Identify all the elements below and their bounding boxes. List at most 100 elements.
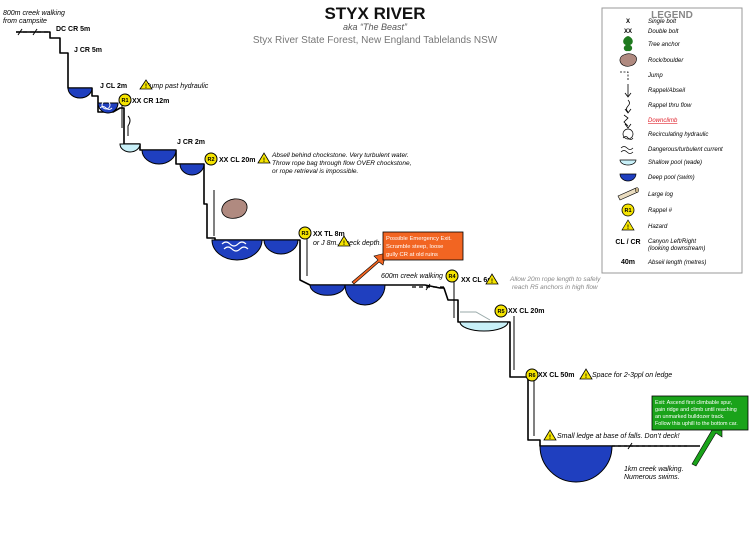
- step-j-cl-2: J CL 2m: [100, 83, 127, 90]
- downclimb-icon: [623, 114, 632, 129]
- svg-text:!: !: [263, 158, 265, 164]
- rappel-number-icon: R1: [621, 203, 635, 217]
- shallow-pool: [119, 143, 141, 153]
- svg-text:R1: R1: [121, 98, 128, 104]
- r4-note-1: Allow 20m rope length to safely: [509, 276, 601, 283]
- page-title: STYX RIVER: [324, 4, 425, 23]
- step-r3: XX TL 8m: [313, 231, 345, 238]
- legend-label: Large log: [648, 192, 674, 198]
- exit-line-3: an unmarked bulldozer track.: [655, 414, 725, 420]
- jump-note: Jump past hydraulic: [145, 83, 209, 90]
- double-bolt-icon: XX: [624, 29, 632, 35]
- legend-label: Rappel thru flow: [648, 103, 692, 109]
- legend-label: Deep pool (swim): [648, 175, 695, 181]
- exit-line-1: Exit: Ascend first climbable spur,: [655, 400, 733, 406]
- r2-note-1: Absell behind chockstone. Very turbulent…: [271, 152, 409, 159]
- rappel-flow-line: [460, 311, 491, 321]
- svg-text:!: !: [491, 279, 493, 285]
- rappel-marker-r5: R5: [494, 304, 508, 318]
- step-j-cr-5: J CR 5m: [74, 47, 102, 54]
- r2-note-2: Throw rope bag through flow OVER chockst…: [272, 160, 412, 167]
- legend-label: Shallow pool (wade): [648, 160, 702, 166]
- deep-pool: [179, 163, 205, 176]
- svg-text:R1: R1: [624, 208, 631, 214]
- step-r2: XX CL 20m: [219, 157, 255, 164]
- legend-label: Rappel/Abseil: [648, 88, 686, 94]
- emergency-exit-line-2: Scramble steep, loose: [386, 244, 443, 250]
- legend-title: LEGEND: [651, 10, 693, 21]
- r2-note-3: or rope retrieval is impossible.: [272, 168, 359, 175]
- legend-label: Downclimb: [648, 118, 678, 124]
- svg-text:R6: R6: [528, 373, 535, 379]
- step-r6: XX CL 50m: [538, 372, 574, 379]
- deep-pool: [263, 239, 299, 255]
- svg-text:R4: R4: [448, 274, 456, 280]
- svg-text:R2: R2: [207, 157, 214, 163]
- step-r1: XX CR 12m: [132, 98, 169, 105]
- jump-icon: [620, 71, 629, 80]
- shallow-pool: [459, 321, 509, 332]
- current-icon: [620, 146, 634, 154]
- emergency-exit-line-3: gully CR at old ruins: [386, 252, 438, 258]
- rappel-marker-r6: R6: [525, 368, 539, 382]
- deep-pool-icon: [619, 173, 637, 182]
- svg-text:R3: R3: [301, 231, 308, 237]
- hazard-icon: !: [485, 273, 499, 285]
- svg-text:R5: R5: [497, 309, 504, 315]
- hazard-icon: !: [337, 235, 351, 247]
- step-r4: XX CL 6m: [461, 277, 494, 284]
- deep-pool: [344, 284, 386, 306]
- rock-icon: [221, 198, 248, 219]
- hazard-icon: !: [139, 79, 153, 90]
- exit-line-2: gain ridge and climb until reaching: [655, 407, 737, 413]
- shallow-pool-icon: [619, 159, 637, 166]
- emergency-exit-line-1: Possible Emergency Exit.: [386, 236, 452, 242]
- rappel-flow-line: [127, 115, 131, 136]
- rock-icon: [619, 53, 637, 67]
- walk-600: 600m creek walking: [381, 273, 443, 280]
- exit-line-4: Follow this uphill to the bottom car.: [655, 421, 738, 427]
- cl-cr-symbol: CL / CR: [615, 239, 640, 246]
- rappel-marker-r2: R2: [204, 152, 218, 166]
- hazard-icon: !: [579, 368, 593, 380]
- r6-note: Space for 2-3ppl on ledge: [592, 372, 672, 379]
- rappel-marker-r3: R3: [298, 226, 312, 240]
- page-aka: aka “The Beast”: [343, 22, 408, 32]
- svg-text:!: !: [585, 374, 587, 380]
- walk-1km-1: 1km creek walking.: [624, 466, 684, 473]
- rappel-icon: [624, 84, 632, 98]
- legend-label: Jump: [647, 73, 663, 79]
- legend-label: Dangerous/turbulent current: [648, 147, 723, 153]
- svg-text:!: !: [627, 225, 629, 231]
- svg-text:!: !: [549, 435, 551, 441]
- canyon-profile: [16, 31, 700, 447]
- deep-pool: [141, 149, 177, 165]
- rappel-flow-icon: [624, 99, 632, 114]
- legend-label-2: (looking downstream): [648, 246, 705, 252]
- log-icon: [617, 187, 639, 201]
- start-walk-label-2: from campsite: [3, 18, 47, 25]
- deep-pool: [211, 239, 263, 261]
- ledge-note: Small ledge at base of falls. Don’t deck…: [557, 433, 680, 440]
- tree-icon: [623, 36, 633, 52]
- r4-note-2: reach R5 anchors in high flow: [512, 284, 599, 291]
- emergency-exit-box: [382, 231, 464, 261]
- turbulent-current-icon: [221, 241, 249, 252]
- hydraulic-icon: [99, 100, 113, 110]
- step-dc-cr: DC CR 5m: [56, 26, 90, 33]
- legend-label: Abseil length (metres): [647, 260, 706, 266]
- hydraulic-icon: [622, 128, 634, 140]
- step-r5: XX CL 20m: [508, 308, 544, 315]
- single-bolt-icon: X: [626, 19, 630, 25]
- deep-pool: [539, 445, 613, 483]
- legend-label: Canyon Left/Right: [648, 239, 696, 245]
- legend-label: Tree anchor: [648, 42, 681, 48]
- rappel-marker-r4: R4: [445, 269, 459, 283]
- page-subtitle: Styx River State Forest, New England Tab…: [253, 35, 498, 46]
- step-j-cr-2: J CR 2m: [177, 139, 205, 146]
- legend-label: Rock/boulder: [648, 58, 684, 64]
- legend-label: Double bolt: [648, 29, 679, 35]
- walk-1km-2: Numerous swims.: [624, 474, 680, 481]
